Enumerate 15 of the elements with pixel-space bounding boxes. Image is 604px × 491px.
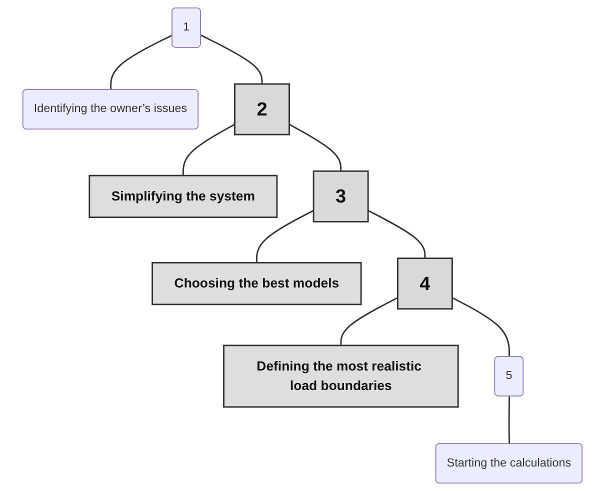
connector <box>182 124 235 176</box>
connector <box>200 34 262 84</box>
node-box: Choosing the best models <box>151 262 362 306</box>
node-box: 4 <box>396 258 452 310</box>
node-box: Defining the most realistic load boundaries <box>222 344 458 408</box>
connector <box>110 34 172 90</box>
connector <box>340 297 398 346</box>
connector <box>508 396 510 444</box>
connector <box>255 210 314 263</box>
connector <box>451 297 510 357</box>
connector <box>288 124 342 172</box>
node-box: 2 <box>234 83 290 136</box>
node-box: Simplifying the system <box>88 174 278 218</box>
connector <box>367 210 426 258</box>
node-box: 3 <box>312 170 368 222</box>
